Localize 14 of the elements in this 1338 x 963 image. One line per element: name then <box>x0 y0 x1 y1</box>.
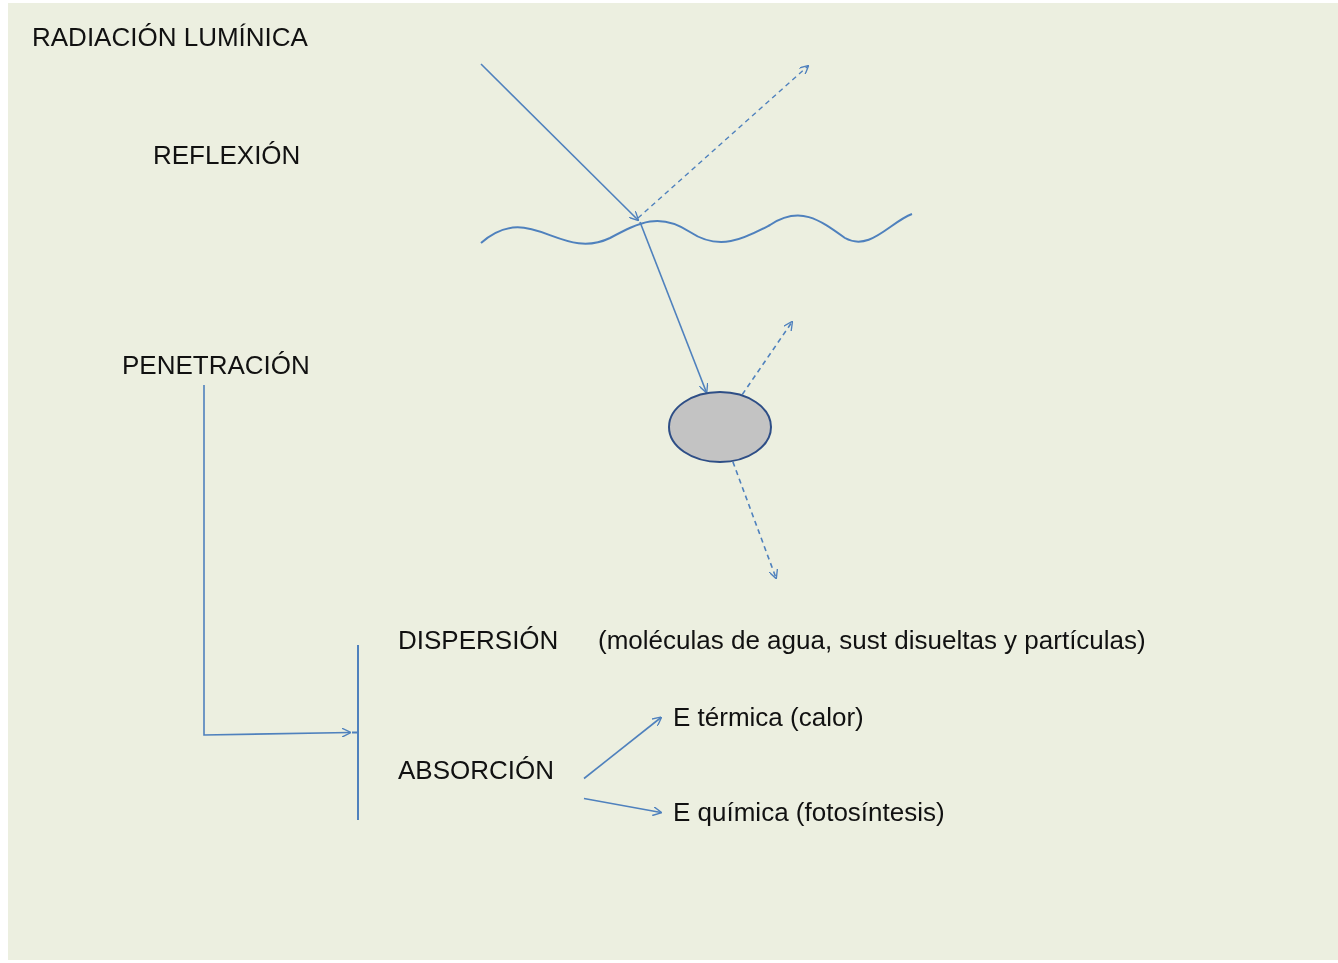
term-label: REFLEXIÓN <box>153 140 301 171</box>
refracted-ray-arrow <box>639 221 709 394</box>
diagram-title: RADIACIÓN LUMÍNICA <box>32 22 308 53</box>
term-label: ABSORCIÓN <box>398 755 555 786</box>
arrow <box>583 716 663 780</box>
arrow <box>583 797 663 817</box>
note-text: (moléculas de agua, sust disueltas y partículas) <box>598 625 1146 656</box>
transmitted-ray-arrow <box>732 461 779 580</box>
term-label: PENETRACIÓN <box>122 350 310 381</box>
term-label: DISPERSIÓN <box>398 625 559 656</box>
scattered-ray-arrow <box>741 320 794 396</box>
term-label: E química (fotosíntesis) <box>673 797 945 828</box>
bracket-arrow <box>203 384 352 738</box>
term-label: E térmica (calor) <box>673 702 864 733</box>
